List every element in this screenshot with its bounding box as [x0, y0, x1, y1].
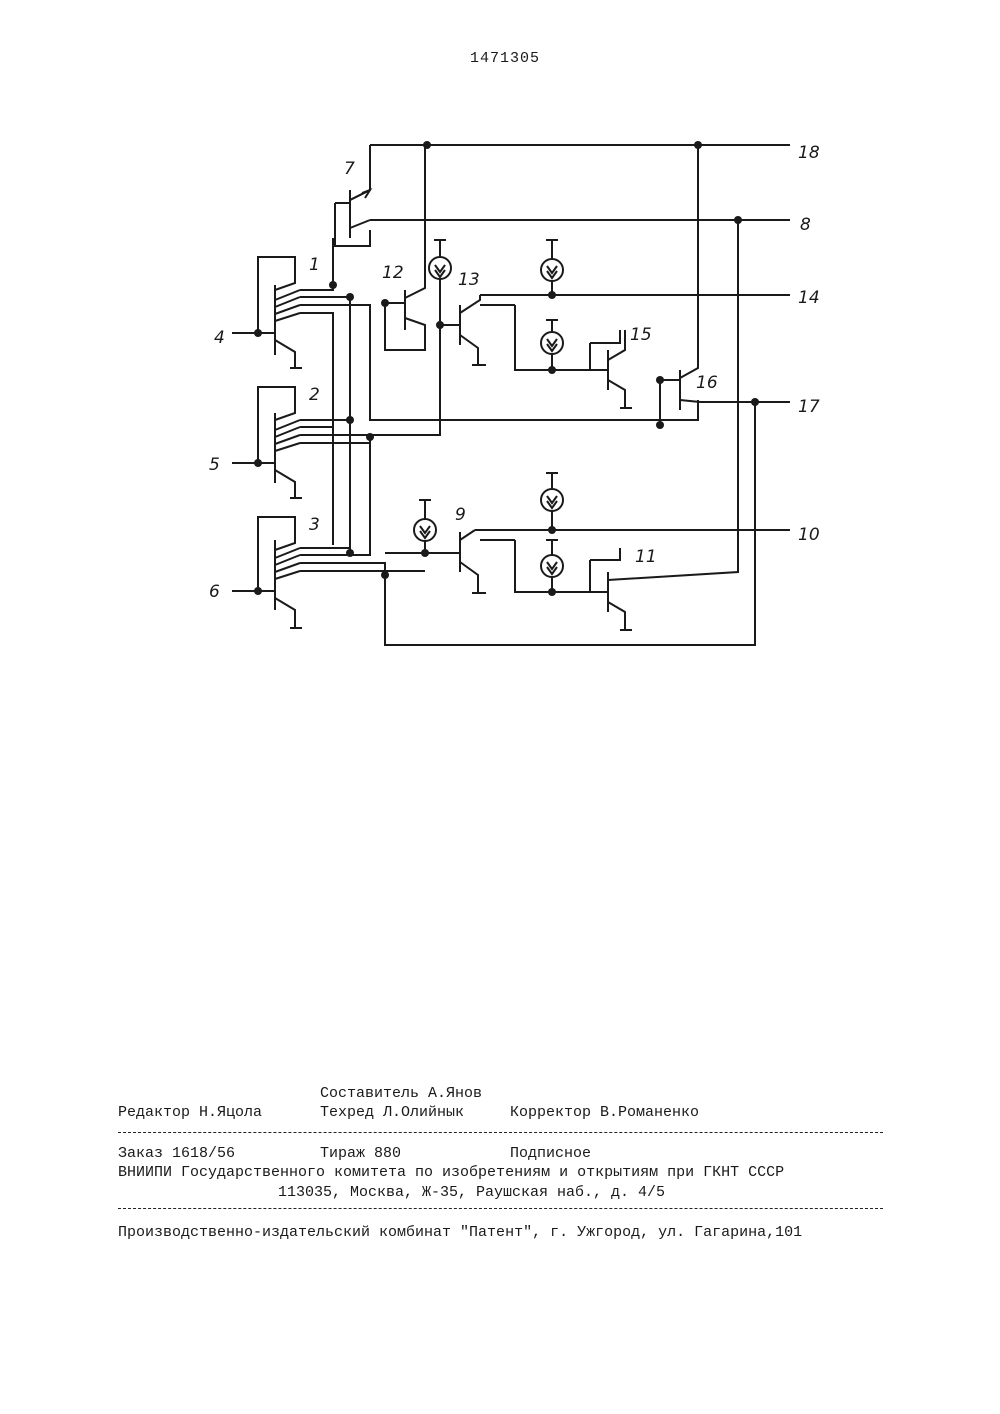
imprint-organization: ВНИИПИ Государственного комитета по изоб…	[118, 1164, 784, 1181]
imprint-circulation: Тираж 880	[320, 1145, 401, 1162]
transistor-7	[335, 190, 370, 246]
label-output-8: 8	[800, 215, 811, 235]
current-source-top	[429, 240, 451, 290]
current-source-15	[541, 320, 563, 370]
bus-18	[350, 145, 790, 200]
imprint-corrector: Корректор В.Романенко	[510, 1104, 699, 1121]
label-output-10: 10	[798, 525, 820, 545]
label-transistor-11: 11	[635, 547, 657, 567]
imprint-editor: Редактор Н.Яцола	[118, 1104, 262, 1121]
circuit-diagram: 7 1 2 3 12 13 15 16 9 11 4 5 6 18 8 14 1…	[0, 0, 1000, 700]
transistor-16	[660, 145, 700, 425]
transistor-1	[258, 257, 302, 368]
label-input-5: 5	[209, 455, 220, 475]
transistor-9	[385, 530, 486, 593]
label-transistor-1: 1	[309, 255, 320, 275]
current-source-10	[541, 473, 563, 530]
label-transistor-9: 9	[455, 505, 466, 525]
transistor-3	[258, 517, 302, 628]
label-output-18: 18	[798, 143, 820, 163]
label-transistor-13: 13	[458, 270, 480, 290]
imprint-address: 113035, Москва, Ж-35, Раушская наб., д. …	[278, 1184, 665, 1201]
label-output-14: 14	[798, 288, 820, 308]
transistor-12	[385, 145, 425, 350]
label-transistor-7: 7	[344, 159, 355, 179]
divider-top	[118, 1132, 883, 1133]
transistor-13	[440, 295, 486, 365]
imprint-printer: Производственно-издательский комбинат "П…	[118, 1224, 802, 1241]
label-input-4: 4	[214, 328, 225, 348]
interconnect-wires	[300, 238, 755, 645]
current-source-14	[541, 240, 563, 295]
label-transistor-15: 15	[630, 325, 652, 345]
label-input-6: 6	[209, 582, 220, 602]
transistor-15	[515, 305, 632, 408]
label-transistor-3: 3	[309, 515, 320, 535]
label-transistor-2: 2	[309, 385, 320, 405]
imprint-techred: Техред Л.Олийнык	[320, 1104, 464, 1121]
current-source-9	[414, 500, 436, 553]
label-transistor-12: 12	[382, 263, 404, 283]
label-output-17: 17	[798, 397, 820, 417]
current-source-11	[541, 540, 563, 592]
divider-bottom	[118, 1208, 883, 1209]
imprint-subscription: Подписное	[510, 1145, 591, 1162]
transistor-2	[258, 387, 302, 498]
label-transistor-16: 16	[696, 373, 718, 393]
imprint-compiler: Составитель А.Янов	[320, 1085, 482, 1102]
imprint-order: Заказ 1618/56	[118, 1145, 235, 1162]
junction-dots	[254, 141, 759, 596]
